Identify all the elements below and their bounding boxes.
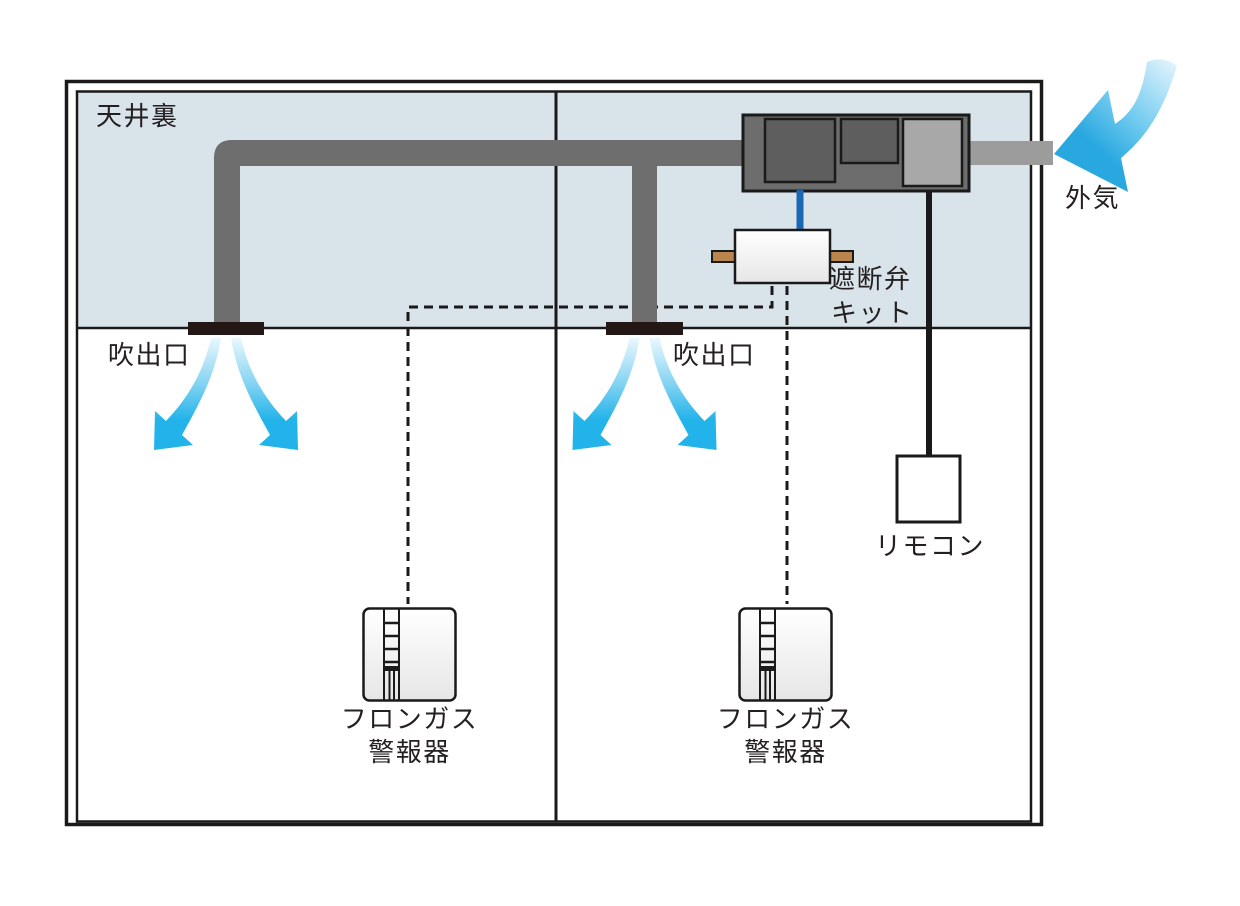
label-gas-alarm-right-line2: 警報器 [744, 737, 827, 767]
outer-wall-outline [64, 79, 1044, 827]
supply-duct-drop-right [632, 150, 657, 323]
shutoff-valve-kit [711, 228, 854, 285]
label-air-outlet-left: 吹出口 [108, 340, 191, 370]
label-gas-alarm-right: フロンガス 警報器 [705, 703, 866, 769]
supply-duct [214, 140, 752, 323]
unit-panel-center [839, 117, 900, 165]
valve-pipe-tab-right [827, 250, 854, 263]
label-shutoff-valve-kit: 遮断弁 キット [829, 262, 914, 330]
gas-alarm-right [738, 607, 833, 702]
gas-alarm-left [362, 607, 457, 702]
label-shutoff-valve-kit-line1: 遮断弁 [829, 264, 912, 294]
unit-panel-right [901, 117, 964, 188]
label-gas-alarm-left: フロンガス 警報器 [329, 703, 490, 769]
unit-panel-left [763, 117, 837, 184]
air-outlet-bar-right [606, 322, 683, 335]
label-air-outlet-right: 吹出口 [673, 340, 756, 370]
label-gas-alarm-right-line1: フロンガス [716, 704, 855, 734]
label-shutoff-valve-kit-line2: キット [831, 298, 914, 328]
label-ceiling-space: 天井裏 [96, 101, 179, 131]
air-outlet-bar-left [188, 322, 264, 335]
outside-air-arrow-icon [1054, 59, 1177, 192]
ventilation-unit [741, 113, 971, 193]
fresh-air-duct-stub [960, 141, 1053, 165]
label-remote-controller: リモコン [875, 531, 986, 561]
label-outside-air: 外気 [1065, 183, 1121, 213]
label-gas-alarm-left-line1: フロンガス [340, 704, 479, 734]
valve-pipe-tab-left [711, 250, 738, 263]
label-gas-alarm-left-line2: 警報器 [368, 737, 451, 767]
valve-kit-body [733, 228, 832, 285]
remote-cable [926, 190, 932, 456]
signal-dashed-line-left [406, 286, 774, 604]
inner-wall-outline [75, 90, 1033, 823]
remote-controller-box [895, 454, 962, 524]
valve-connector-pipe [796, 190, 804, 231]
